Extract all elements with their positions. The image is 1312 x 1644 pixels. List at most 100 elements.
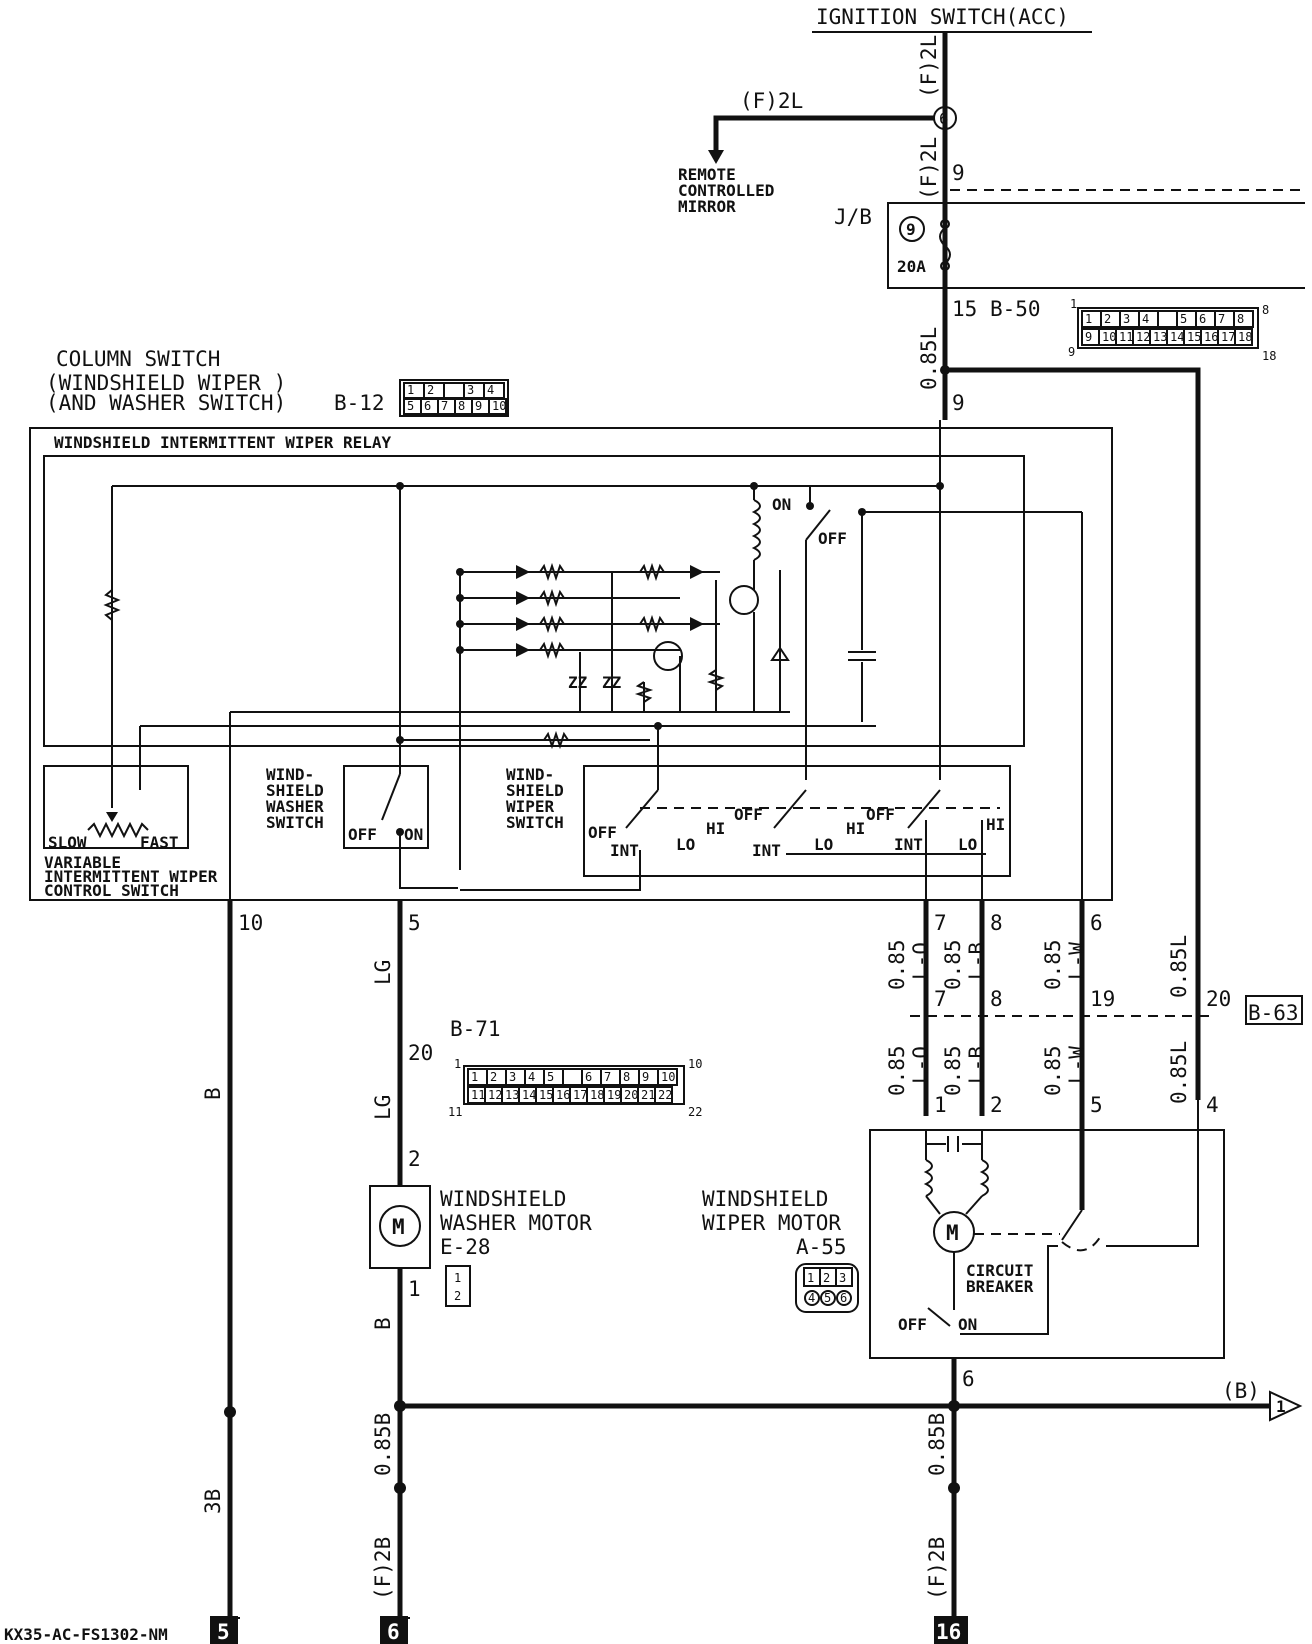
- connector-pin-number: 4: [1142, 312, 1149, 326]
- ground-cap-icon: ZZ: [602, 673, 622, 692]
- b63-pin-8: 8: [990, 987, 1003, 1011]
- b50-pin: 15: [952, 297, 977, 321]
- pin-9-mid: 9: [952, 391, 965, 415]
- connector-pin-number: 4: [487, 383, 494, 397]
- connector-pin-number: 18: [590, 1088, 604, 1102]
- splice-dot: [394, 1482, 406, 1494]
- ground-badge-16: [934, 1616, 968, 1644]
- resistor-icon: [539, 588, 565, 608]
- wire-085lb2-a: 0.85: [941, 1045, 965, 1096]
- ground-badge-16-text: 16: [936, 1620, 961, 1644]
- ws-off-1: OFF: [588, 823, 617, 842]
- connector-pin-number: 10: [492, 399, 506, 413]
- connector-pin-number: 2: [490, 1070, 497, 1084]
- wire-085lw-b: L-W: [1065, 942, 1089, 980]
- connector-pin-number: 11: [471, 1088, 485, 1102]
- wire-label-b-left: B: [201, 1087, 225, 1100]
- resistor-icon: [634, 681, 654, 703]
- relay-coil-icon: [751, 499, 761, 561]
- connector-cell: [654, 1086, 673, 1104]
- wiper-switch-arm-2: [773, 789, 807, 829]
- washer-switch-label-4: SWITCH: [266, 813, 324, 832]
- connector-pin-number: 2: [823, 1271, 830, 1285]
- auto-stop-cam: [1061, 1233, 1103, 1252]
- connector-pin-number: 8: [458, 399, 465, 413]
- motor-pin-4: 4: [1206, 1093, 1219, 1117]
- wire-label-f2l-c: (F)2L: [917, 137, 941, 200]
- wire-085l-r2: 0.85L: [1167, 1041, 1191, 1104]
- washer-switch-arm: [381, 773, 401, 821]
- motor-pin-5: 5: [1090, 1093, 1103, 1117]
- connector-pin-number: 1: [471, 1070, 478, 1084]
- wiper-switch-box: [583, 765, 1011, 877]
- connector-pin-number: 17: [1221, 330, 1235, 344]
- cb-label-2: BREAKER: [966, 1277, 1034, 1296]
- connector-pin-number: 10: [1102, 330, 1116, 344]
- splice-dot: [456, 620, 464, 628]
- variable-switch-box: [43, 765, 189, 849]
- connector-pin-number: 16: [1204, 330, 1218, 344]
- off-page-arrow-icon: [1269, 1390, 1303, 1422]
- svg-text:18: 18: [1262, 349, 1276, 363]
- wire-label-f2l-a: (F)2L: [917, 35, 941, 98]
- fuse-terminal-bottom: [940, 261, 950, 271]
- ground-badge-5-text: 5: [217, 1620, 230, 1644]
- wire-085lb-b: L-B: [965, 942, 989, 980]
- diode-icon: [690, 617, 704, 631]
- feed-to-motor-wire: [945, 367, 1201, 1100]
- motor-pin-6: 6: [962, 1367, 975, 1391]
- connector-pin-number: 9: [475, 399, 482, 413]
- connector-pin-number: 4: [808, 1291, 815, 1305]
- connector-pin-number: 6: [585, 1070, 592, 1084]
- diode-icon: [516, 565, 530, 579]
- motor-pin-1: 1: [934, 1093, 947, 1117]
- connector-pin-number: 2: [427, 383, 434, 397]
- svg-text:2: 2: [454, 1289, 461, 1303]
- connector-pin-number: 19: [607, 1088, 621, 1102]
- washer-motor-pin-1: 1: [408, 1277, 421, 1301]
- ground-badge-6: [380, 1616, 408, 1644]
- connector-pin-number: 1: [807, 1271, 814, 1285]
- connector-pin-number: 15: [539, 1088, 553, 1102]
- b63-label: B-63: [1248, 1001, 1299, 1025]
- ws-lo-2: LO: [814, 835, 833, 854]
- motor-pin-2: 2: [990, 1093, 1003, 1117]
- remote-label-3: MIRROR: [678, 197, 736, 216]
- connector-pin-number: 10: [661, 1070, 675, 1084]
- connector-pin-number: 9: [642, 1070, 649, 1084]
- connector-cell: [443, 382, 465, 399]
- ignition-switch-label: IGNITION SWITCH(ACC): [816, 5, 1069, 29]
- junction-block-frame: [887, 202, 1305, 289]
- relay-off-label: OFF: [818, 529, 847, 548]
- connector-cell: [1233, 310, 1254, 328]
- pin-9-top: 9: [952, 161, 965, 185]
- field-coil-icon: [979, 1159, 989, 1197]
- ws-hi-2: HI: [846, 819, 865, 838]
- e28-label: E-28: [440, 1235, 491, 1259]
- connector-pin-number: 1: [407, 383, 414, 397]
- wire-085lb-a: 0.85: [941, 939, 965, 990]
- connector-cell: [804, 1290, 820, 1306]
- connector-cell: [488, 398, 507, 415]
- connector-pin-number: 5: [547, 1070, 554, 1084]
- resistor-icon: [539, 562, 565, 582]
- connector-pin-number: 14: [1170, 330, 1184, 344]
- var-label-1: VARIABLE: [44, 853, 121, 872]
- connector-e28-icon: 1 2: [445, 1265, 471, 1307]
- fuse-amp: 20A: [897, 257, 926, 276]
- connector-pin-number: 5: [1180, 312, 1187, 326]
- connector-pin-number: 2: [1104, 312, 1111, 326]
- var-label-2: INTERMITTENT WIPER: [44, 867, 218, 886]
- ws-lo-3: LO: [958, 835, 977, 854]
- out-b-label: (B): [1222, 1379, 1260, 1403]
- connector-pin-number: 22: [658, 1088, 672, 1102]
- connector-cell: [657, 1068, 678, 1086]
- connector-pin-number: 3: [1123, 312, 1130, 326]
- washer-switch-label-1: WIND-: [266, 765, 314, 784]
- mirror-branch-wire: [713, 115, 934, 152]
- diagram-code: KX35-AC-FS1302-NM: [4, 1625, 168, 1644]
- connector-pin-number: 16: [556, 1088, 570, 1102]
